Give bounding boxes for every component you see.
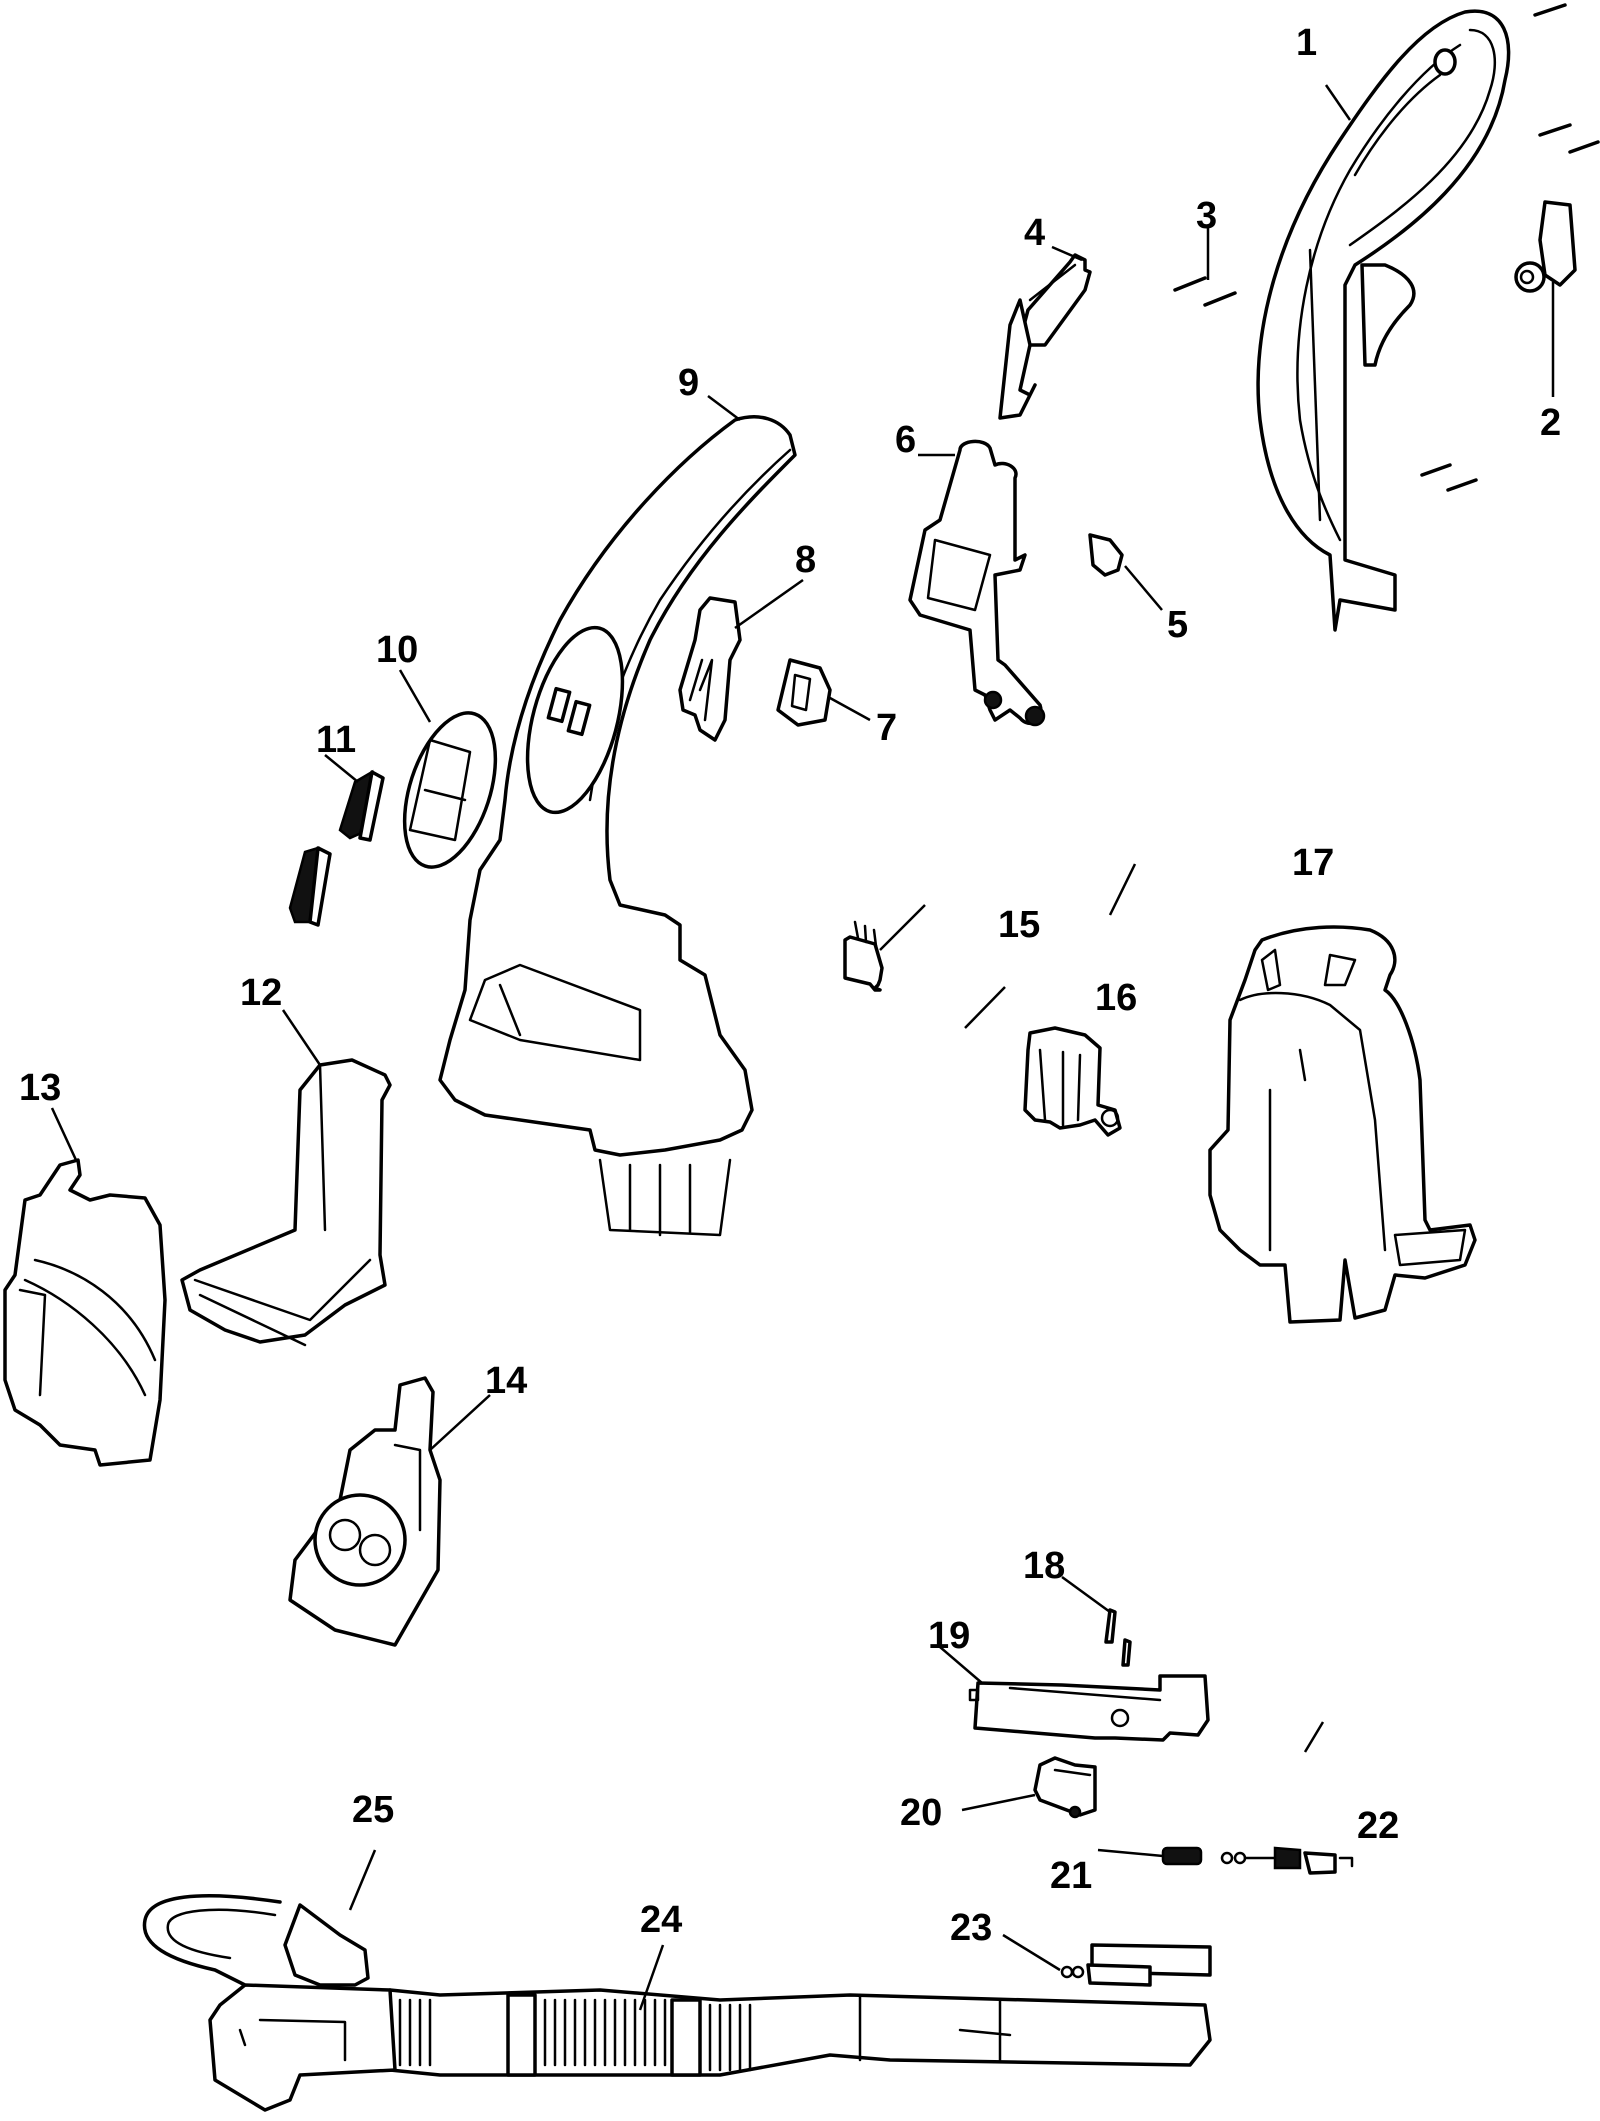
callout-24: 24 bbox=[640, 1899, 682, 1941]
part-19-plate bbox=[968, 1674, 1210, 1742]
part-7-switch bbox=[776, 658, 832, 727]
part-10-button-cover bbox=[402, 711, 498, 869]
callout-1: 1 bbox=[1296, 22, 1317, 64]
callout-16: 16 bbox=[1095, 977, 1137, 1019]
leader-22 bbox=[1303, 1721, 1325, 1753]
screws-top bbox=[1173, 3, 1600, 492]
leader-23 bbox=[1002, 1933, 1061, 1972]
leader-8 bbox=[734, 578, 804, 630]
part-13-cover bbox=[3, 1158, 167, 1467]
leader-25 bbox=[348, 1849, 377, 1911]
leader-24 bbox=[638, 1944, 665, 2011]
leader-15 bbox=[879, 904, 926, 951]
leader-14 bbox=[429, 1394, 491, 1451]
callout-22: 22 bbox=[1357, 1805, 1399, 1847]
callout-18: 18 bbox=[1023, 1545, 1065, 1587]
leader-11 bbox=[324, 754, 359, 783]
part-16-solenoid bbox=[1023, 1026, 1122, 1137]
part-9-body bbox=[438, 415, 797, 1237]
part-20-clamp bbox=[1033, 1756, 1097, 1819]
leader-19 bbox=[939, 1646, 983, 1684]
callout-4: 4 bbox=[1024, 212, 1045, 254]
callout-5: 5 bbox=[1167, 604, 1188, 646]
part-17-housing bbox=[1208, 925, 1477, 1324]
callout-7: 7 bbox=[876, 707, 897, 749]
callout-21: 21 bbox=[1050, 1855, 1092, 1897]
leader-7 bbox=[829, 696, 871, 722]
leader-1 bbox=[1324, 84, 1352, 121]
leader-20 bbox=[961, 1793, 1036, 1812]
leader-12 bbox=[281, 1009, 322, 1066]
leader-9 bbox=[707, 395, 741, 421]
part-8-slide bbox=[678, 596, 742, 742]
part-6-bracket bbox=[908, 439, 1046, 727]
part-5-clip bbox=[1088, 533, 1124, 577]
part-22-valve-stem bbox=[1220, 1846, 1354, 1875]
part-2-knob bbox=[1514, 200, 1577, 293]
leader-21 bbox=[1097, 1848, 1164, 1858]
part-23-valve-housing bbox=[1060, 1943, 1212, 1987]
leader-16 bbox=[964, 986, 1006, 1029]
callout-14: 14 bbox=[485, 1360, 527, 1402]
callout-11: 11 bbox=[316, 719, 356, 761]
leader-10 bbox=[398, 669, 432, 723]
callouts: 1 2 3 4 5 6 7 8 9 10 11 12 13 14 15 16 1… bbox=[19, 22, 1561, 1949]
part-15-switch bbox=[843, 920, 884, 992]
part-25-connector bbox=[142, 1894, 370, 1987]
callout-8: 8 bbox=[795, 539, 816, 581]
leader-18 bbox=[1061, 1575, 1111, 1614]
part-18-screws bbox=[1104, 1608, 1132, 1667]
leader-5 bbox=[1124, 565, 1163, 611]
part-12-shroud bbox=[180, 1058, 392, 1347]
callout-6: 6 bbox=[895, 419, 916, 461]
callout-17: 17 bbox=[1292, 842, 1334, 884]
callout-12: 12 bbox=[240, 972, 282, 1014]
part-11-buttons bbox=[288, 769, 385, 927]
callout-9: 9 bbox=[678, 362, 699, 404]
callout-20: 20 bbox=[900, 1792, 942, 1834]
leader-lines bbox=[50, 84, 1555, 2011]
callout-23: 23 bbox=[950, 1907, 992, 1949]
callout-3: 3 bbox=[1196, 195, 1217, 237]
callout-10: 10 bbox=[376, 629, 418, 671]
leader-17 bbox=[1108, 863, 1137, 916]
callout-15: 15 bbox=[998, 904, 1040, 946]
callout-2: 2 bbox=[1540, 402, 1561, 444]
callout-13: 13 bbox=[19, 1067, 61, 1109]
leader-13 bbox=[50, 1107, 78, 1161]
leader-4 bbox=[1051, 245, 1083, 262]
part-24-hose bbox=[208, 1983, 1212, 2112]
callout-19: 19 bbox=[928, 1615, 970, 1657]
part-14-pump bbox=[288, 1376, 442, 1647]
part-4-trigger bbox=[998, 253, 1092, 420]
part-1-handle bbox=[1256, 9, 1511, 632]
callout-25: 25 bbox=[352, 1789, 394, 1831]
part-21-spring bbox=[1161, 1846, 1203, 1866]
